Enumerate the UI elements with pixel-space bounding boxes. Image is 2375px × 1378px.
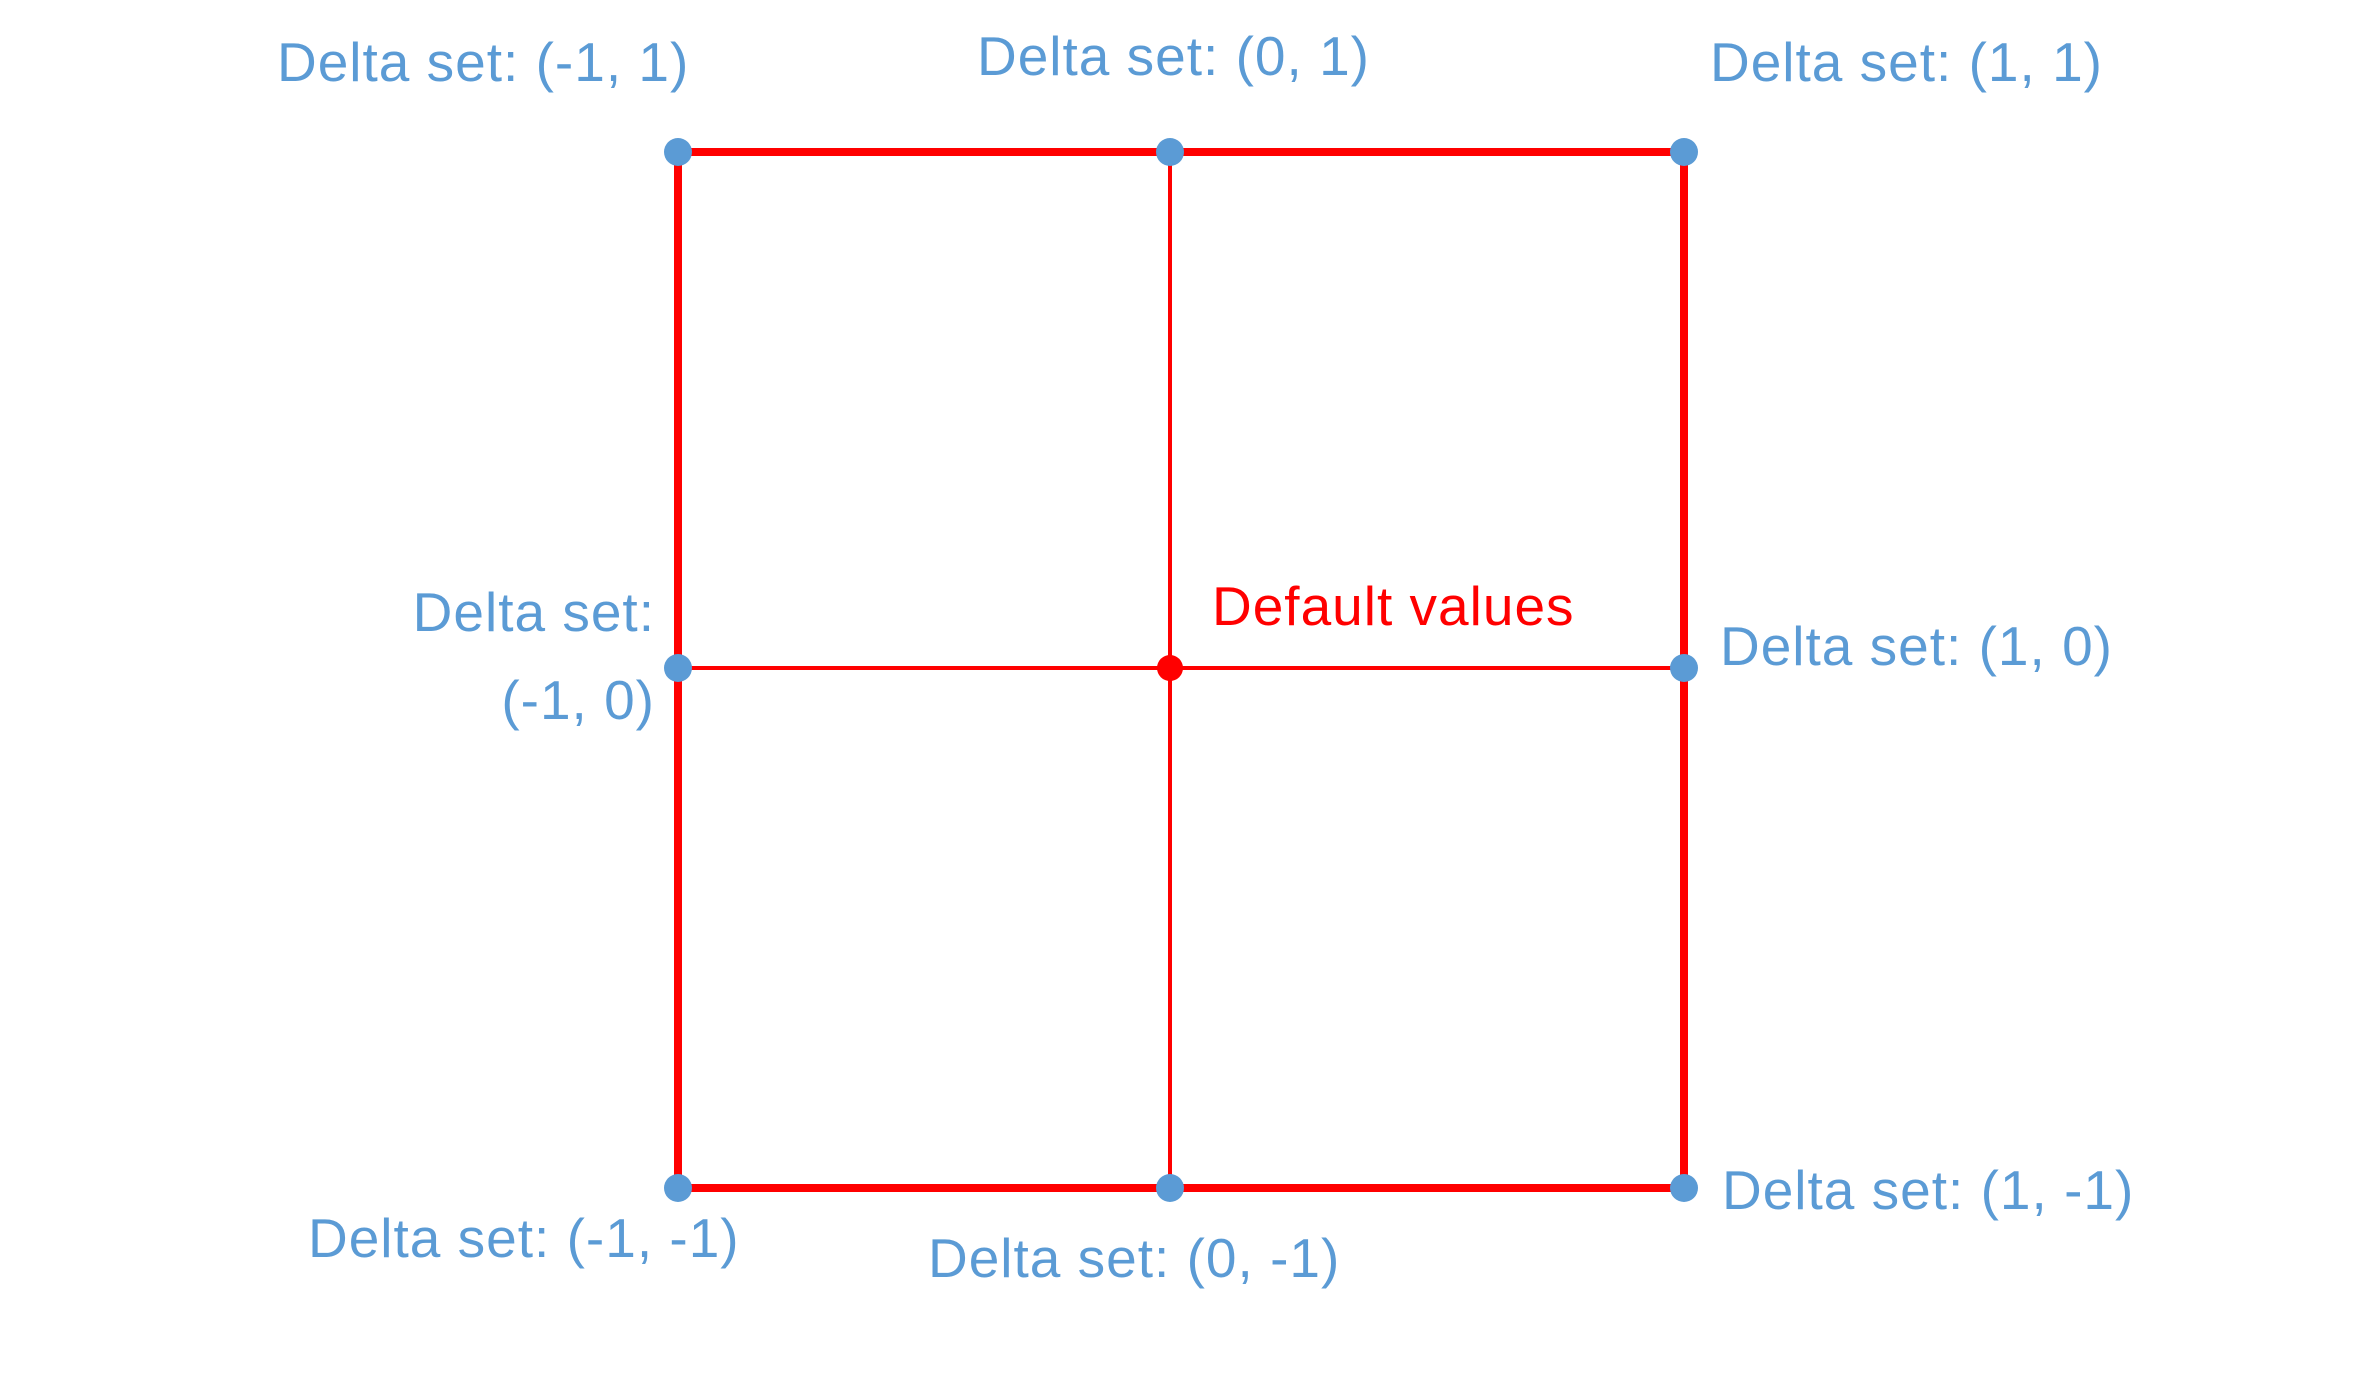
label-delta-set-mid-left: Delta set: (-1, 0) (250, 568, 655, 744)
label-delta-set-top-left: Delta set: (-1, 1) (277, 31, 690, 93)
point-mid-left (664, 654, 692, 682)
point-top-left (664, 138, 692, 166)
label-delta-set-mid-right: Delta set: (1, 0) (1720, 615, 2113, 677)
point-top-center (1156, 138, 1184, 166)
label-delta-set-bottom-left: Delta set: (-1, -1) (308, 1207, 740, 1269)
label-default-values: Default values (1212, 575, 1575, 637)
point-bottom-right (1670, 1174, 1698, 1202)
point-center-default (1157, 655, 1183, 681)
label-delta-set-bottom-center: Delta set: (0, -1) (928, 1227, 1341, 1289)
point-mid-right (1670, 654, 1698, 682)
label-delta-set-top-center: Delta set: (0, 1) (977, 25, 1370, 87)
label-delta-set-mid-left-line2: (-1, 0) (501, 669, 655, 731)
label-delta-set-mid-left-line1: Delta set: (412, 581, 655, 643)
point-top-right (1670, 138, 1698, 166)
point-bottom-center (1156, 1174, 1184, 1202)
label-delta-set-top-right: Delta set: (1, 1) (1710, 31, 2103, 93)
label-delta-set-bottom-right: Delta set: (1, -1) (1722, 1159, 2135, 1221)
point-bottom-left (664, 1174, 692, 1202)
